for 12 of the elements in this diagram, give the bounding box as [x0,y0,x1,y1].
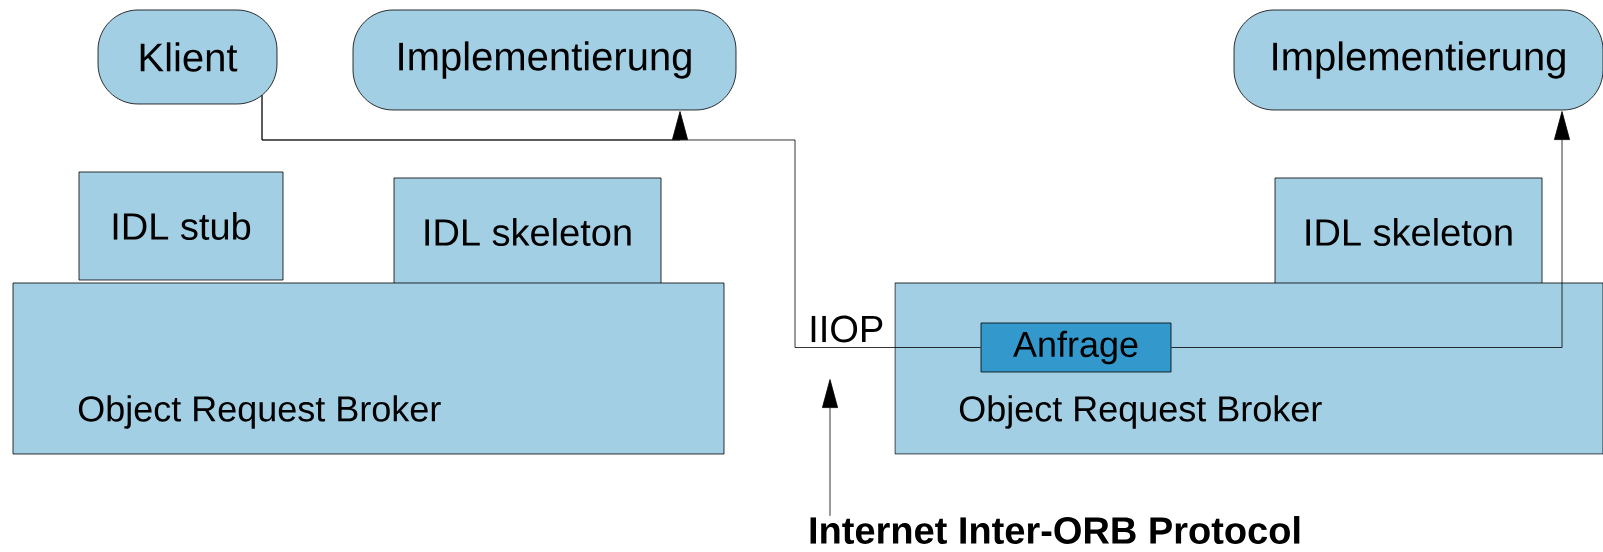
stub-box: IDL stub [78,171,284,281]
arrow [822,379,838,517]
request-box: Anfrage [980,322,1172,373]
skeleton-box: IDL skeleton [1274,177,1543,287]
edge-label: IIOP [807,314,886,344]
implementation-box: Implementierung [352,9,737,111]
skeleton-box: IDL skeleton [393,177,662,287]
protocol-label: Internet Inter-ORB Protocol [810,516,1300,544]
implementation-box: Implementierung [1233,9,1603,111]
arrow [1171,111,1570,348]
client-box: Klient [97,9,278,105]
connector-line [261,94,981,348]
